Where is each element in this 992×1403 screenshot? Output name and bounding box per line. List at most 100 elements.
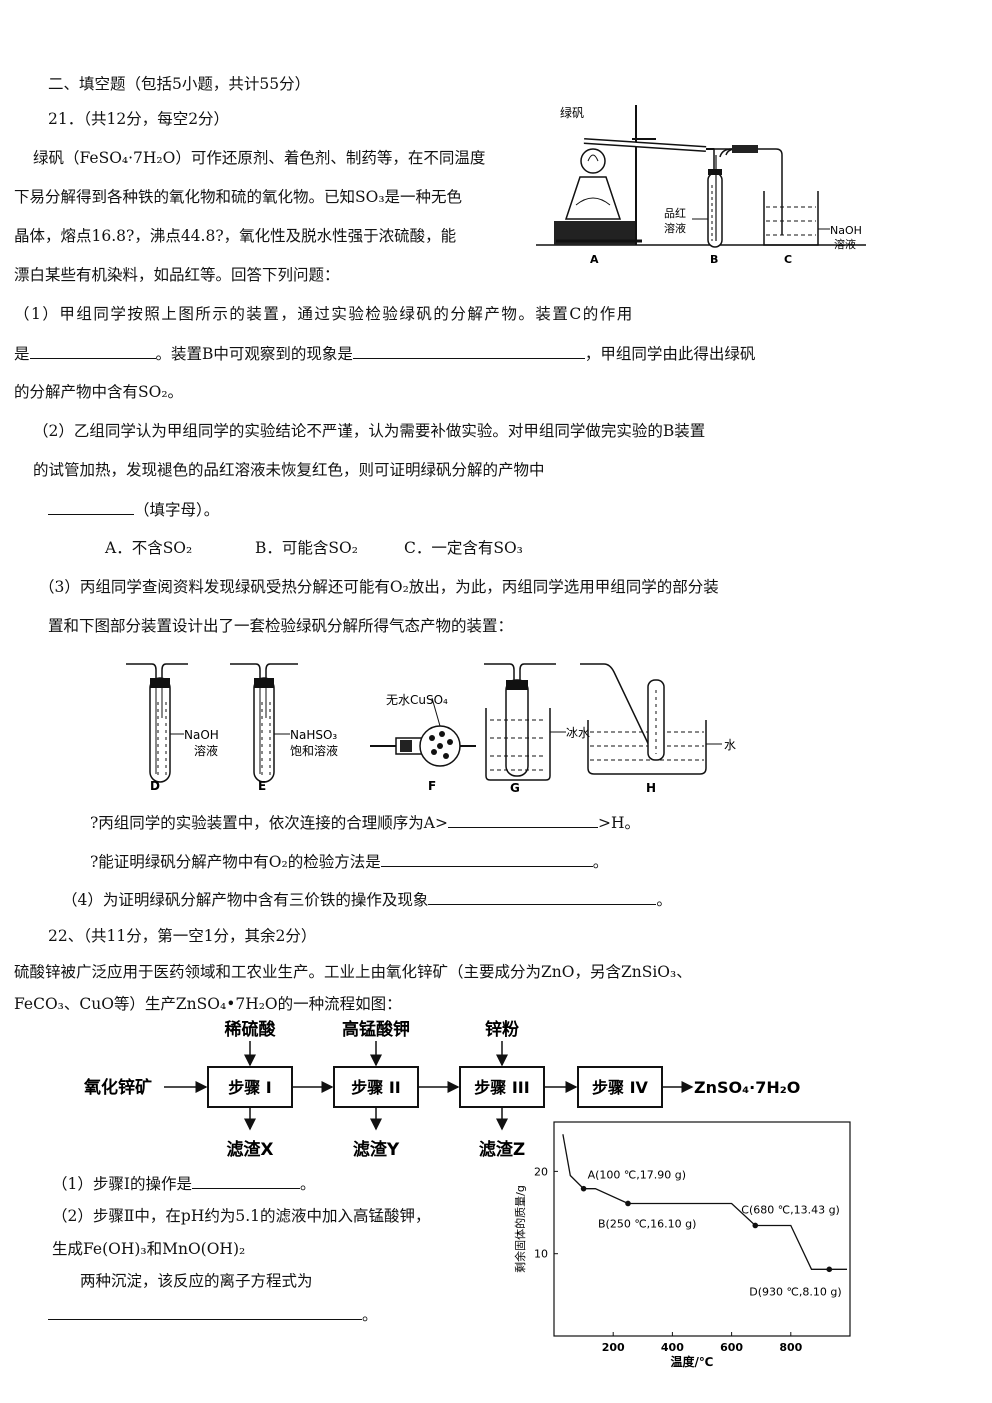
flow-step-4 <box>577 1066 663 1108</box>
flow-input: 氧化锌矿 <box>83 1077 152 1098</box>
x-axis-label: 温度/℃ <box>671 1354 714 1369</box>
drying-tube-f <box>370 697 476 767</box>
flow-reagent: 稀硫酸 <box>225 1019 277 1040</box>
x-tick-label: 200 <box>602 1341 625 1354</box>
q21-part3-text: ?丙组同学的实验装置中，依次连接的合理顺序为A> <box>90 814 448 832</box>
data-point <box>826 1266 833 1273</box>
flow-step-label: 步骤 III <box>474 1078 529 1097</box>
flow-step-label: 步骤 II <box>351 1078 400 1097</box>
q21-part3-line: ?能证明绿矾分解产物中有O₂的检验方法是 。 <box>90 850 608 873</box>
q21-part3-text: ?能证明绿矾分解产物中有O₂的检验方法是 <box>90 853 381 871</box>
process-flow-figure: 氧化锌矿 步骤 I 步骤 II 步骤 III 步骤 IV ZnSO₄·7H₂O … <box>83 1019 800 1160</box>
y-axis-label: 剩余固体的质量/g <box>513 1185 527 1273</box>
flow-residue: 滤渣Y <box>353 1139 400 1160</box>
q21-part3-text: 。 <box>592 853 609 871</box>
q22-intro-line: 硫酸锌被广泛应用于医药领域和工农业生产。工业上由氧化锌矿（主要成分为ZnO，另含… <box>14 963 692 981</box>
data-point <box>752 1222 759 1229</box>
label-d: NaOH <box>184 728 219 742</box>
label-h: 水 <box>724 738 736 752</box>
x-tick-label: 800 <box>779 1341 802 1354</box>
q21-intro-line: 下易分解得到各种铁的氧化物和硫的氧化物。已知SO₃是一种无色 <box>14 188 463 206</box>
label-pinhong: 溶液 <box>664 221 686 235</box>
q21-part3-line: （3）丙组同学查阅资料发现绿矾受热分解还可能有O₂放出，为此，丙组同学选用甲组同… <box>39 578 719 596</box>
letter-g: G <box>510 781 520 794</box>
label-pinhong: 品红 <box>664 207 686 220</box>
label-f: 无水CuSO₄ <box>386 693 448 707</box>
q21-part4-line: （4）为证明绿矾分解产物中含有三价铁的操作及现象 。 <box>62 888 672 911</box>
q21-part1-text: 。装置B中可观察到的现象是 <box>155 345 353 363</box>
data-point <box>625 1200 631 1207</box>
y-tick-label: 20 <box>534 1165 548 1178</box>
label-e: NaHSO₃ <box>290 728 337 742</box>
answer-blank[interactable] <box>352 342 585 359</box>
q21-part1-line: 的分解产物中含有SO₂。 <box>14 383 184 401</box>
q22-part1-text: 。 <box>300 1175 316 1193</box>
letter-a: A <box>590 253 599 266</box>
flow-reagent: 锌粉 <box>485 1019 519 1040</box>
answer-blank[interactable] <box>48 1303 362 1320</box>
q21-part1-line: （1）甲组同学按照上图所示的装置，通过实验检验绿矾的分解产物。装置C的作用 <box>14 305 634 323</box>
letter-d: D <box>150 779 160 793</box>
apparatus-dh-figure: NaOH 溶液 D NaHSO₃ 饱和溶液 E 无水CuSO₄ F <box>126 663 736 794</box>
data-point <box>580 1185 587 1192</box>
q22-part1-line: （1）步骤Ⅰ的操作是 。 <box>52 1172 316 1195</box>
q21-part3-line: ?丙组同学的实验装置中，依次连接的合理顺序为A> >H。 <box>90 811 640 834</box>
letter-f: F <box>428 779 436 793</box>
q21-intro-line: 漂白某些有机染料，如品红等。回答下列问题： <box>14 266 340 284</box>
water-collection-h <box>580 663 722 775</box>
label-lufan: 绿矾 <box>560 105 584 120</box>
q22-part2-text: 。 <box>362 1306 378 1324</box>
q22-part2-line: （2）步骤Ⅱ中，在pH约为5.1的滤液中加入高锰酸钾， <box>52 1207 431 1225</box>
q21-part1-text: ，甲组同学由此得出绿矾 <box>584 345 756 363</box>
q21-intro-line: 绿矾（FeSO₄·7H₂O）可作还原剂、着色剂、制药等，在不同温度 <box>33 149 486 167</box>
q22-part2-line: 。 <box>48 1303 378 1326</box>
answer-blank[interactable] <box>428 888 657 905</box>
letter-h: H <box>646 781 656 794</box>
letter-e: E <box>258 779 266 793</box>
answer-blank[interactable] <box>192 1172 300 1189</box>
data-point-label: A(100 ℃,17.90 g) <box>588 1169 686 1182</box>
q22-header: 22、（共11分，第一空1分，其余2分） <box>48 927 317 945</box>
q21-part3-text: >H。 <box>598 814 641 832</box>
flow-step-label: 步骤 I <box>228 1078 272 1097</box>
tube-d <box>126 663 188 783</box>
flow-product: ZnSO₄·7H₂O <box>694 1078 800 1097</box>
q21-part2-line: （填字母）。 <box>48 498 219 521</box>
section-title: 二、填空题（包括5小题，共计55分） <box>48 75 311 93</box>
q21-part1-text: 是 <box>14 345 30 363</box>
q22-intro-line: FeCO₃、CuO等）生产ZnSO₄•7H₂O的一种流程如图： <box>14 995 402 1013</box>
q21-part4-text: 。 <box>656 891 672 909</box>
label-naoh: 溶液 <box>834 237 856 251</box>
flow-reagent: 高锰酸钾 <box>342 1019 410 1040</box>
label-naoh: NaOH <box>830 224 862 237</box>
q21-header: 21．（共12分，每空2分） <box>48 110 230 128</box>
flow-residue: 滤渣X <box>226 1139 273 1160</box>
plot-frame <box>553 1121 851 1337</box>
answer-blank[interactable] <box>380 850 593 867</box>
flow-residue: 滤渣Z <box>479 1139 525 1160</box>
label-g: 冰水 <box>566 726 590 740</box>
q21-intro-line: 晶体，熔点16.8?，沸点44.8?，氧化性及脱水性强于浓硫酸，能 <box>14 227 457 245</box>
option-a: A．不含SO₂ <box>105 539 193 557</box>
answer-blank[interactable] <box>48 498 134 515</box>
ice-bath-g <box>484 663 566 781</box>
q21-part2-text: （填字母）。 <box>134 501 220 519</box>
tube-e <box>230 663 298 783</box>
q21-part4-text: （4）为证明绿矾分解产物中含有三价铁的操作及现象 <box>62 891 429 909</box>
answer-blank[interactable] <box>29 342 156 359</box>
answer-blank[interactable] <box>448 811 598 828</box>
beaker-c <box>763 191 819 246</box>
q22-part1-text: （1）步骤Ⅰ的操作是 <box>52 1175 192 1193</box>
data-point-label: C(680 ℃,13.43 g) <box>741 1203 840 1216</box>
q22-part2-line: 两种沉淀，该反应的离子方程式为 <box>80 1272 313 1290</box>
x-tick-label: 600 <box>720 1341 743 1354</box>
flow-step-label: 步骤 IV <box>592 1078 649 1097</box>
letter-c: C <box>784 253 792 266</box>
q21-part3-line: 置和下图部分装置设计出了一套检验绿矾分解所得气态产物的装置： <box>48 617 514 635</box>
option-b: B．可能含SO₂ <box>255 539 358 557</box>
q21-part2-line: 的试管加热，发现褪色的品红溶液未恢复红色，则可证明绿矾分解的产物中 <box>33 461 545 479</box>
mass-curve <box>562 1134 847 1270</box>
option-c: C．一定含有SO₃ <box>404 539 523 557</box>
apparatus-abc-figure: 绿矾 品红 溶液 NaOH 溶液 A B C <box>536 105 866 266</box>
